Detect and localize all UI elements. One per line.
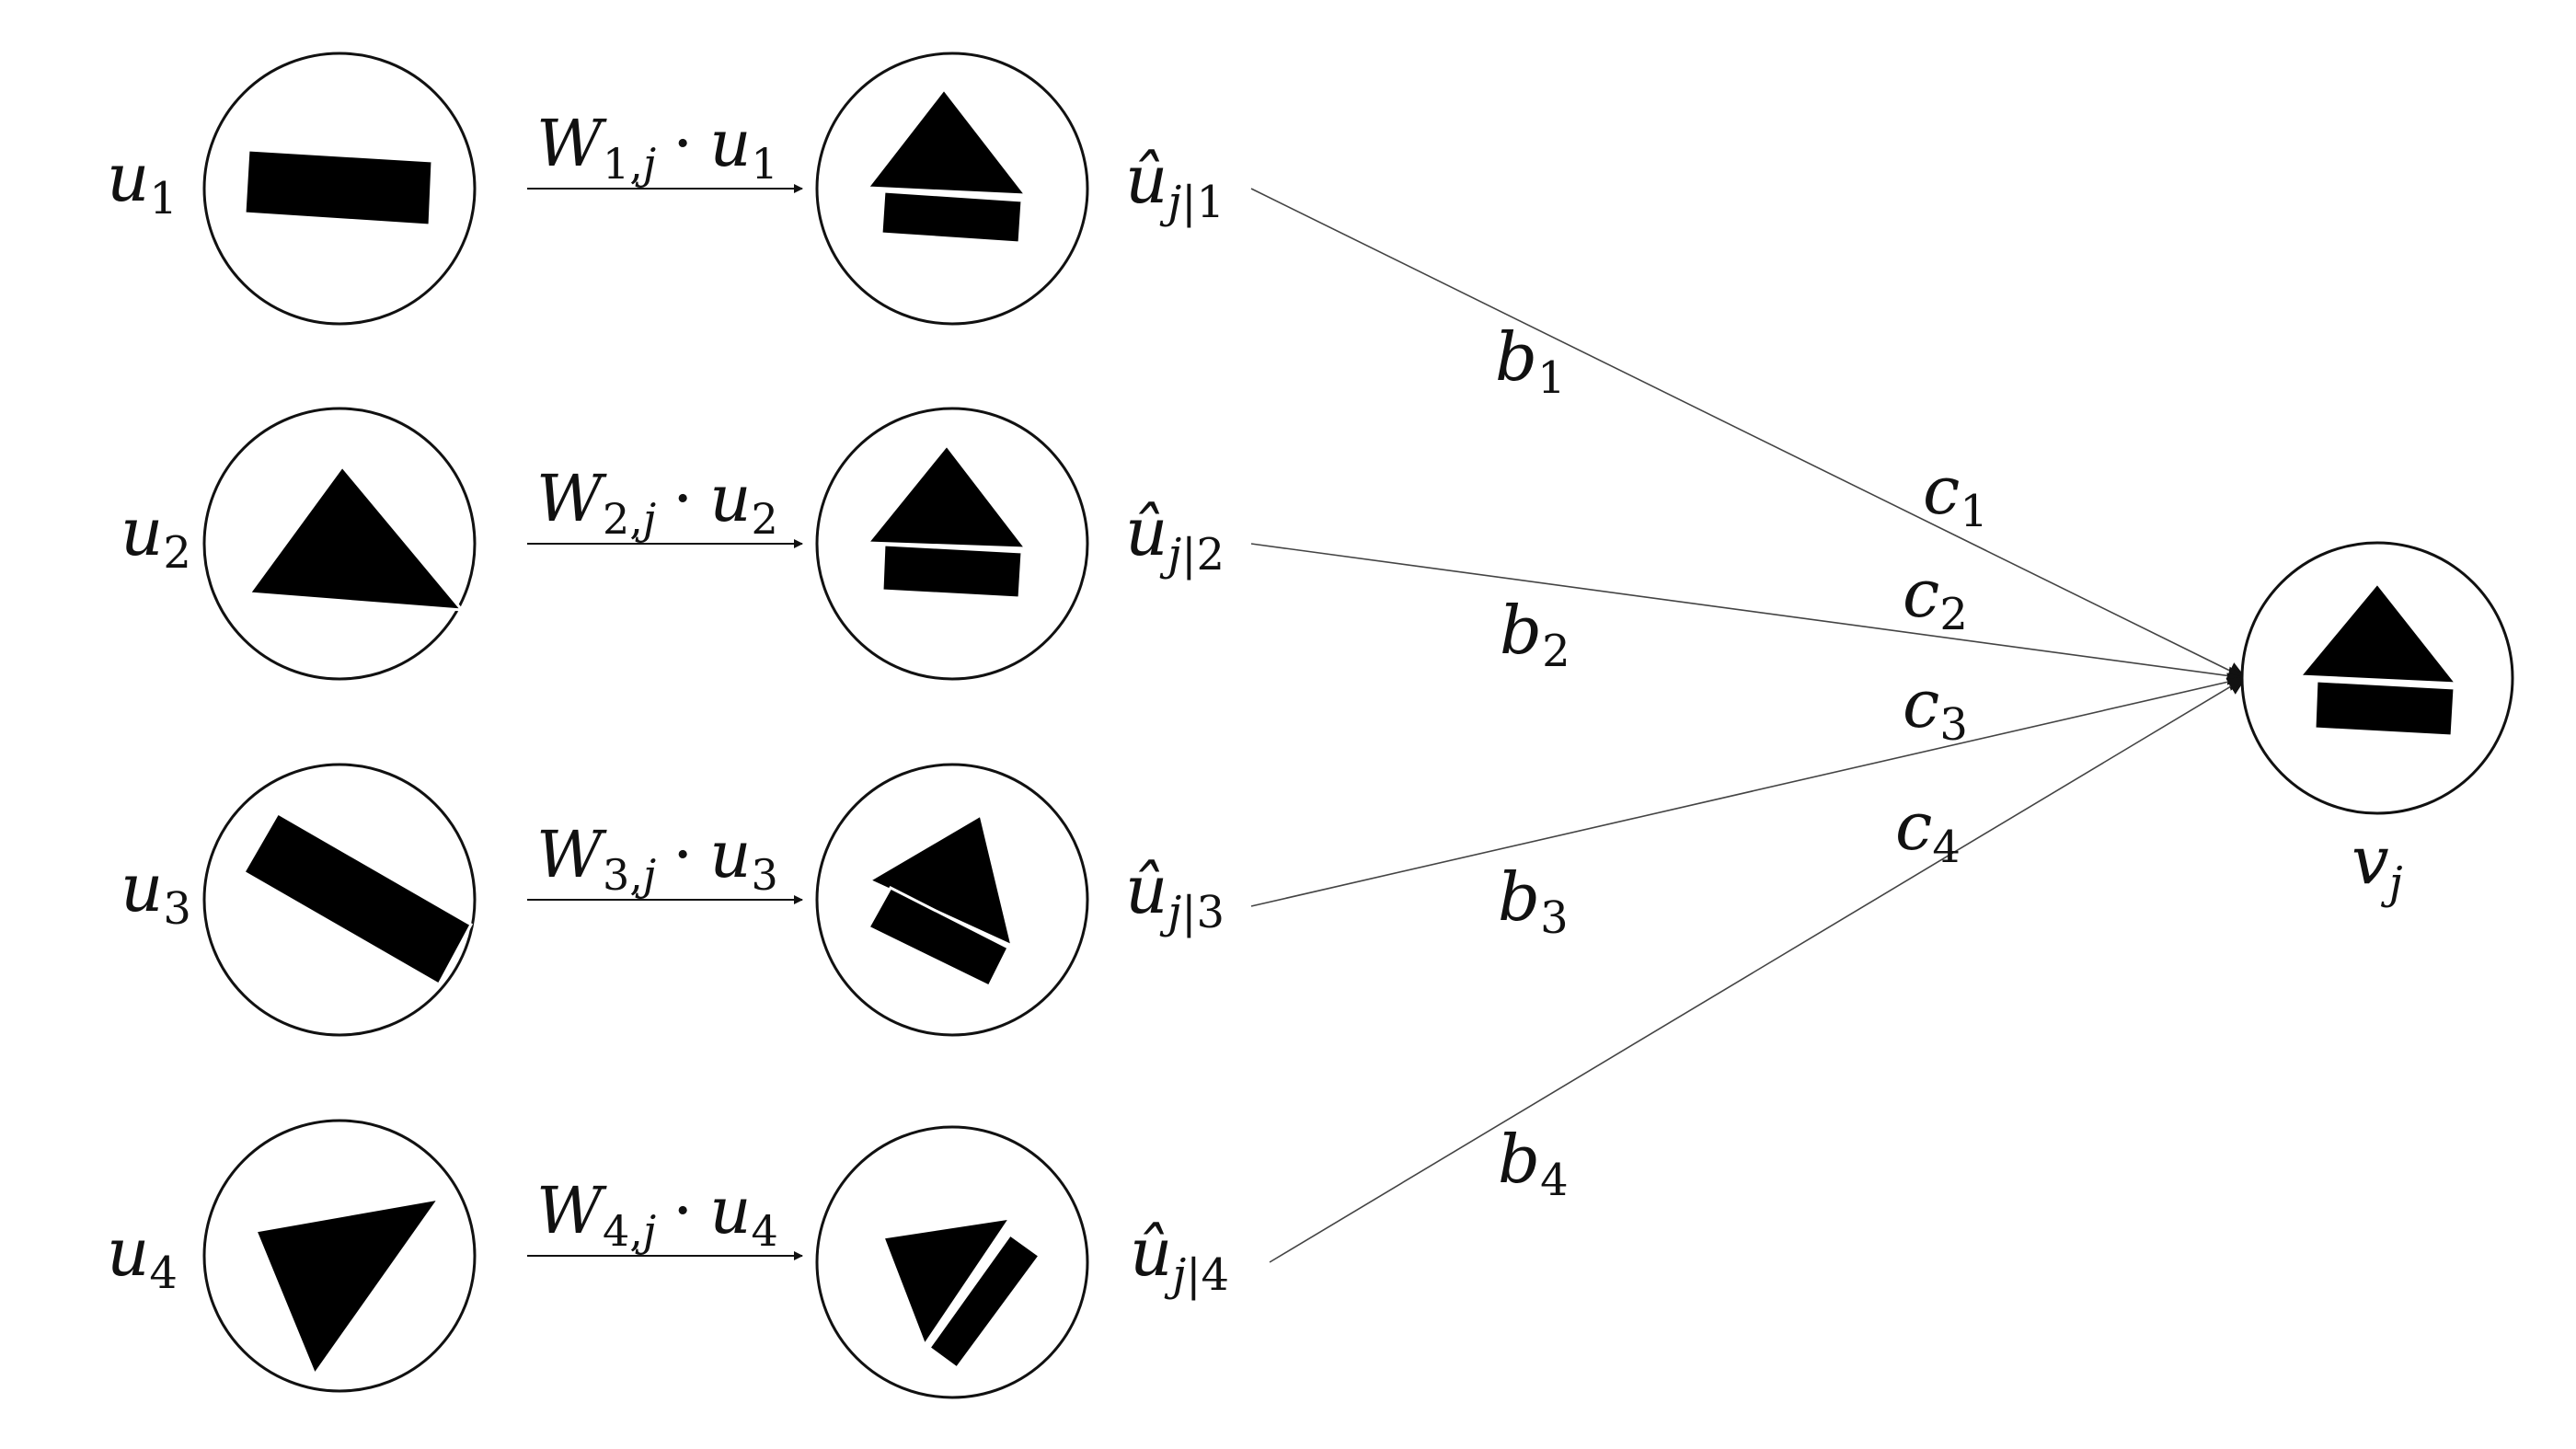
routing-edge-2 (1250, 543, 2247, 685)
routing-edge-1 (1250, 188, 2247, 680)
row-2: u2 W2,j·u2 ûj|2 (121, 407, 1225, 681)
transform-label-2: W2,j·u2 (536, 461, 778, 544)
transform-label-1: W1,j·u1 (536, 106, 778, 189)
output-label: vj (2352, 822, 2403, 909)
triangle-icon (247, 464, 466, 612)
house-icon (864, 443, 1029, 600)
transform-label-3: W3,j·u3 (536, 817, 778, 900)
prediction-label-2: ûj|2 (1125, 493, 1225, 581)
input-label-3: u3 (121, 849, 191, 935)
tilted-bar-icon (241, 811, 474, 987)
b-label-1: b1 (1495, 318, 1566, 404)
input-label-2: u2 (121, 493, 191, 579)
c-label-1: c1 (1923, 452, 1988, 537)
routing-edge-4 (1269, 676, 2247, 1263)
b-label-4: b4 (1498, 1121, 1569, 1206)
prediction-label-1: ûj|1 (1125, 141, 1225, 228)
c-labels: c1 c2 c3 c4 (1895, 452, 1988, 873)
house-icon (865, 86, 1029, 245)
bar-icon (243, 148, 434, 227)
prediction-label-3: ûj|3 (1125, 851, 1225, 938)
c-label-3: c3 (1903, 665, 1968, 751)
rotated-house-icon (880, 1216, 1042, 1371)
c-label-2: c2 (1903, 555, 1968, 640)
house-icon (2296, 581, 2460, 738)
inverted-triangle-icon (253, 1196, 443, 1378)
output: vj (2240, 541, 2514, 909)
row-4: u4 W4,j·u4 ûj|4 (107, 1119, 1229, 1399)
routing-edges (1250, 188, 2247, 1263)
routing-edge-3 (1250, 673, 2247, 907)
prediction-label-4: ûj|4 (1130, 1213, 1229, 1301)
b-label-3: b3 (1498, 858, 1569, 944)
b-labels: b1 b2 b3 b4 (1495, 318, 1570, 1206)
tilted-house-icon (866, 812, 1015, 989)
c-label-4: c4 (1895, 788, 1961, 873)
input-label-4: u4 (107, 1213, 178, 1299)
row-3: u3 W3,j·u3 ûj|3 (121, 763, 1225, 1037)
row-1: u1 W1,j·u1 ûj|1 (107, 52, 1225, 326)
input-label-1: u1 (107, 139, 178, 224)
transform-label-4: W4,j·u4 (536, 1173, 778, 1256)
b-label-2: b2 (1500, 592, 1570, 677)
